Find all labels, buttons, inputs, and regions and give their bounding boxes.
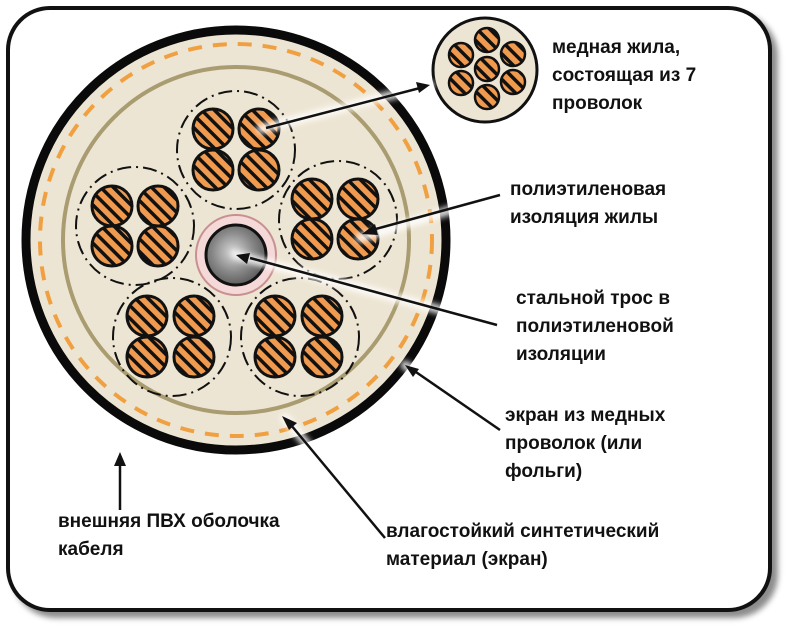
copper-wire (90, 184, 134, 228)
label-pe-insulation: полиэтиленовая изоляция жилы (510, 179, 667, 228)
arrow-steel-cable (236, 253, 250, 264)
copper-wire (290, 217, 334, 261)
strand (499, 40, 527, 68)
magnified-copper-core (431, 16, 539, 124)
arrow-copper-core (416, 82, 430, 93)
label-copper-screen: экран из медных проволок (или фольги) (505, 405, 666, 482)
label-waterproof-material: влагостойкий синтетический материал (экр… (386, 521, 660, 570)
leader-copper-core (265, 86, 421, 130)
quad-group-left (75, 166, 195, 286)
strand (473, 26, 501, 54)
copper-wire (253, 335, 297, 379)
quad-group-top (176, 90, 296, 210)
strand (473, 83, 501, 111)
copper-wire (125, 335, 169, 379)
copper-wire (290, 177, 334, 221)
copper-wire (300, 335, 344, 379)
strand (447, 69, 475, 97)
copper-wire (90, 224, 134, 268)
strand (499, 68, 527, 96)
leader-lines (118, 86, 501, 539)
leader-pe-insulation (371, 193, 501, 232)
copper-wire (336, 177, 380, 221)
copper-wire (237, 148, 281, 192)
copper-screen-ring (38, 42, 434, 438)
copper-wire (125, 294, 169, 338)
copper-wire (191, 107, 235, 151)
arrow-pe-insulation (362, 224, 378, 235)
copper-wire (253, 294, 297, 338)
copper-wire (136, 184, 180, 228)
copper-wire (191, 148, 235, 192)
quad-group-bottom-right (240, 277, 360, 397)
strand (473, 55, 501, 83)
arrow-copper-screen (405, 365, 419, 377)
leader-copper-screen (412, 368, 501, 432)
strand (447, 41, 475, 69)
copper-wire (136, 224, 180, 268)
label-steel-cable: стальной трос в полиэтиленовой изоляции (516, 288, 674, 365)
label-outer-sheath: внешняя ПВХ оболочка кабеля (58, 511, 280, 560)
quad-group-bottom-left (112, 277, 232, 397)
label-copper-core: медная жила, состоящая из 7 проволок (552, 37, 697, 114)
leader-steel-cable (249, 256, 498, 327)
copper-wire (172, 294, 216, 338)
arrowheads (114, 82, 430, 466)
leader-waterproof (290, 424, 386, 539)
copper-wire (172, 335, 216, 379)
arrow-waterproof (282, 416, 297, 430)
arrow-outer-sheath (114, 452, 126, 466)
waterproof-ring (61, 65, 411, 415)
copper-wire (300, 294, 344, 338)
